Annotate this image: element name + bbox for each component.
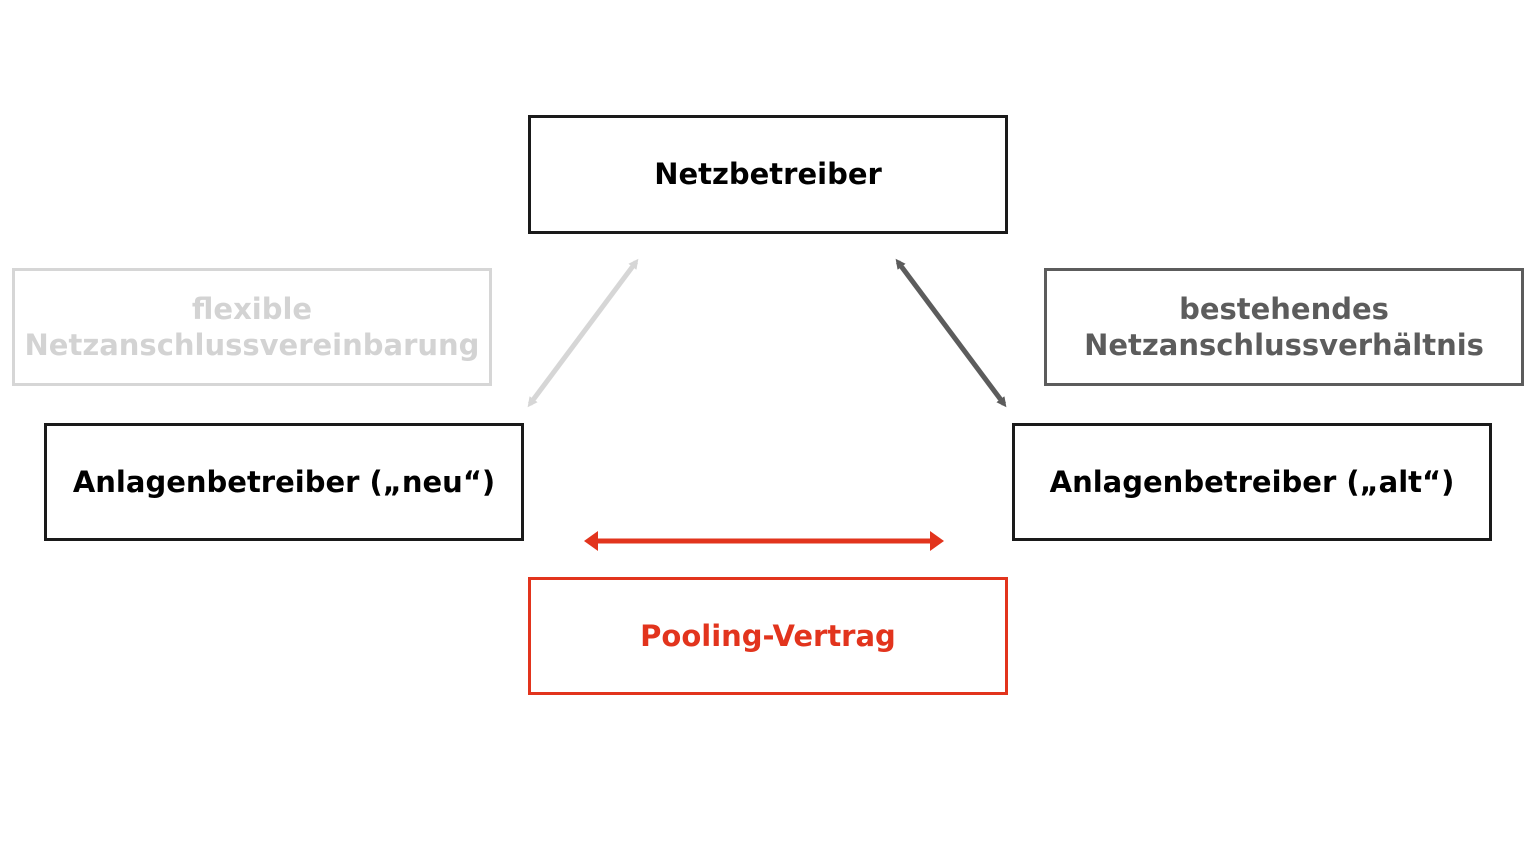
flexible-label-line2: Netzanschlussvereinbarung <box>24 328 480 362</box>
flexible-label-line1: flexible <box>191 291 313 326</box>
flexible-netzanschlussvereinbarung-box: flexible Netzanschlussvereinbarung <box>12 268 492 386</box>
arrow-pooling <box>584 531 944 551</box>
arrow-netz-alt <box>895 258 1007 408</box>
anlagenbetreiber-alt-box: Anlagenbetreiber („alt“) <box>1012 423 1492 541</box>
bestehendes-netzanschlussverhaeltnis-box: bestehendes Netzanschlussverhältnis <box>1044 268 1524 386</box>
bestehendes-label-line1: bestehendes <box>1179 291 1389 326</box>
bestehendes-label-line2: Netzanschlussverhältnis <box>1084 328 1484 362</box>
anlagenbetreiber-neu-label: Anlagenbetreiber („neu“) <box>72 464 496 499</box>
anlagenbetreiber-alt-label: Anlagenbetreiber („alt“) <box>1049 464 1455 499</box>
netzbetreiber-box: Netzbetreiber <box>528 115 1008 234</box>
arrow-netz-neu <box>527 258 639 408</box>
pooling-vertrag-box: Pooling-Vertrag <box>528 577 1008 695</box>
netzbetreiber-label: Netzbetreiber <box>654 157 882 192</box>
pooling-vertrag-label: Pooling-Vertrag <box>640 618 896 653</box>
anlagenbetreiber-neu-box: Anlagenbetreiber („neu“) <box>44 423 524 541</box>
